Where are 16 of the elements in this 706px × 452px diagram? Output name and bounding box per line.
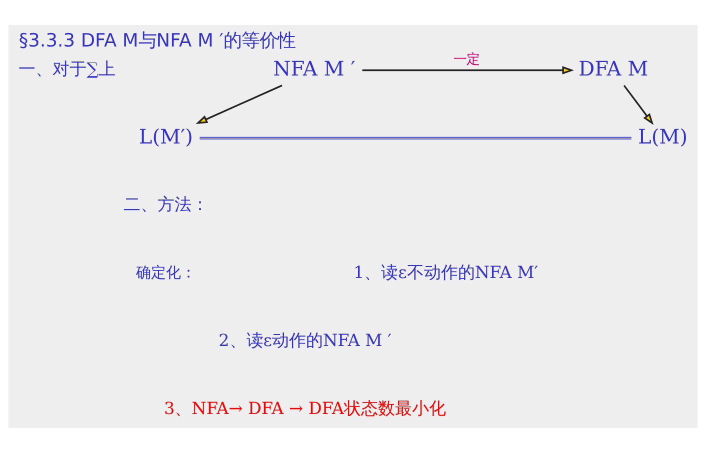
label: 3、NFA→ DFA → DFA状态数最小化 bbox=[164, 397, 446, 418]
label: 二、方法： bbox=[123, 194, 208, 214]
arrow bbox=[623, 84, 654, 124]
label: 2、读ε动作的NFA M ′ bbox=[218, 329, 392, 350]
label: 1、读ε不动作的NFA M′ bbox=[354, 262, 538, 282]
node-text: L(M′) bbox=[138, 124, 194, 148]
edge-label: 一定 bbox=[454, 52, 480, 67]
label: 一、对于∑上 bbox=[18, 58, 116, 78]
diagram-title: §3.3.3 DFA M与NFA M ′的等价性 bbox=[18, 30, 296, 51]
arrow bbox=[362, 66, 574, 74]
node-text: DFA M bbox=[578, 56, 648, 80]
connector bbox=[199, 136, 632, 139]
arrow bbox=[196, 84, 282, 124]
node-text: NFA M ′ bbox=[273, 56, 356, 80]
node-text: L(M) bbox=[638, 124, 688, 148]
label: 确定化： bbox=[136, 263, 196, 282]
